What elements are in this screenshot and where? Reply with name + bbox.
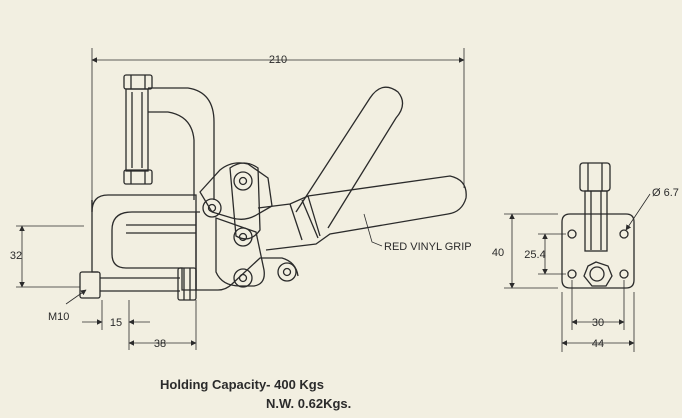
dim-hole-spacing-horizontal: 30 <box>592 317 604 329</box>
dim-offset-38: 38 <box>154 338 166 350</box>
clamp-handle <box>257 86 467 251</box>
dim-base-width: 44 <box>592 338 604 350</box>
dim-height-32: 32 <box>10 250 22 262</box>
clamp-end-view <box>561 162 635 289</box>
front-dimensions <box>16 57 465 350</box>
dim-hole-spacing-vertical: 25.4 <box>524 249 545 261</box>
dim-side-height-40: 40 <box>492 247 504 259</box>
dim-hole-diameter: Ø 6.7 <box>652 187 679 199</box>
dim-overall-length: 210 <box>269 54 287 66</box>
grip-label: RED VINYL GRIP <box>384 241 472 253</box>
end-dimensions <box>504 193 651 352</box>
holding-capacity: Holding Capacity- 400 Kgs <box>160 377 324 392</box>
clamp-bolt <box>79 267 197 301</box>
net-weight: N.W. 0.62Kgs. <box>266 396 352 411</box>
dim-bolt-m10: M10 <box>48 311 69 323</box>
clamp-front-view <box>79 48 467 301</box>
spindle-assembly <box>123 74 153 185</box>
dim-offset-15: 15 <box>110 317 122 329</box>
